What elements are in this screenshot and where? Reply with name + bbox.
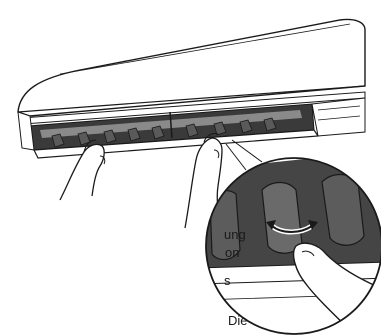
unit-right-side [312, 98, 365, 136]
caption-line-4: Die [228, 312, 248, 329]
caption-line-2: on [225, 244, 239, 261]
caption-line-1: ung [224, 226, 246, 243]
zoom-vane-center [262, 183, 302, 254]
caption-line-3: s [224, 272, 231, 289]
indoor-unit [18, 19, 365, 158]
callout-line-2 [232, 140, 262, 162]
